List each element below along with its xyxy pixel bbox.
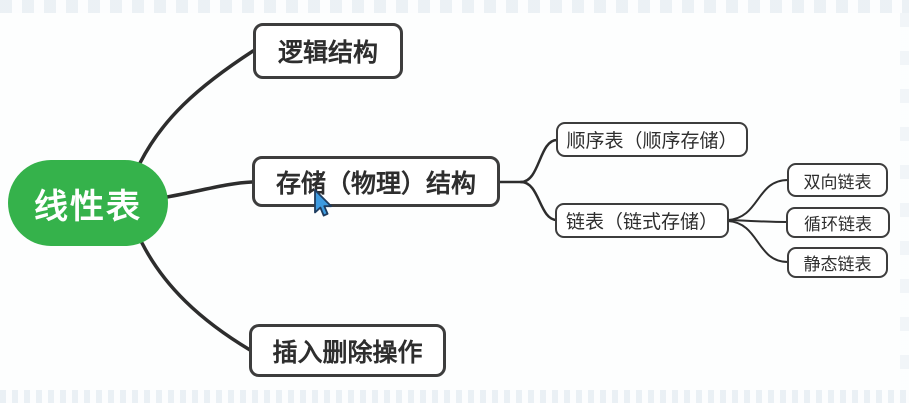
edge-linked-doubly — [727, 179, 789, 221]
node-static-linked-list[interactable]: 静态链表 — [787, 247, 888, 278]
node-doubly-linked-list[interactable]: 双向链表 — [787, 163, 888, 197]
node-sequential-list[interactable]: 顺序表（顺序存储） — [556, 122, 748, 157]
edge-storage-linked — [519, 180, 559, 222]
edge-storage-sequential — [519, 138, 559, 184]
node-insert-delete-operations[interactable]: 插入删除操作 — [249, 324, 446, 377]
node-storage-structure[interactable]: 存储（物理）结构 — [252, 156, 500, 207]
edge-linked-circular — [727, 219, 788, 223]
node-logical-structure[interactable]: 逻辑结构 — [253, 23, 403, 79]
edge-root-insert — [140, 241, 252, 352]
node-circular-linked-list[interactable]: 循环链表 — [786, 207, 890, 238]
edge-linked-static — [727, 220, 789, 263]
edge-root-storage — [165, 180, 254, 199]
edge-root-logical — [138, 49, 255, 165]
node-linked-list[interactable]: 链表（链式存储） — [555, 203, 729, 238]
node-root-linear-list[interactable]: 线性表 — [8, 160, 168, 246]
